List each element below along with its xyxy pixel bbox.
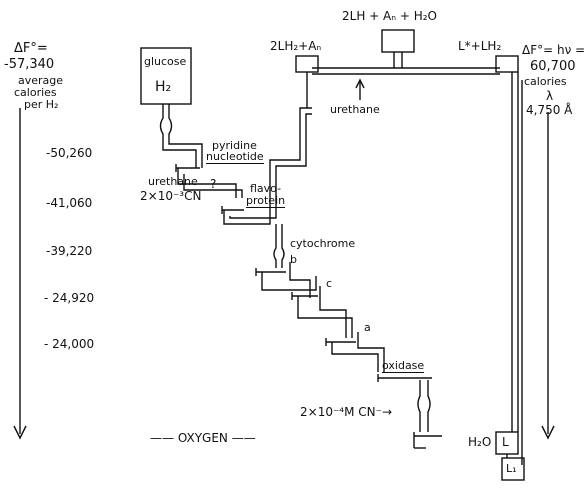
energy-note-calories: calories	[14, 86, 57, 99]
lh2-box	[295, 55, 319, 73]
glucose-h2: H₂	[155, 79, 172, 95]
l1-box-label: L₁	[506, 462, 517, 475]
glucose-connector-b	[168, 104, 203, 168]
urethane-top-label: urethane	[330, 103, 380, 116]
level-5: - 24,000	[44, 337, 95, 351]
lstar-box	[495, 55, 519, 73]
lambda-label: λ	[546, 89, 554, 103]
delta-f-hv-label: ΔF°= hν =	[522, 43, 585, 57]
cytochrome-label: cytochrome	[290, 237, 356, 250]
energy-note-average: average	[18, 74, 64, 87]
lstar-lh2-label: L*+LH₂	[458, 39, 502, 53]
cn-2e4-label: 2×10⁻⁴M CN⁻→	[300, 405, 393, 419]
energy-value: -57,340	[4, 57, 55, 72]
flavo-label-2: protein	[246, 194, 286, 208]
cytochrome-riser	[273, 224, 277, 268]
lh2-an-label: 2LH₂+Aₙ	[270, 39, 322, 53]
pyridine-label-1: pyridine	[212, 139, 257, 152]
level-3: -39,220	[46, 244, 93, 258]
cytochrome-c-label: c	[326, 277, 333, 290]
h2o-label: H₂O	[468, 435, 492, 449]
delta-f-label: ΔF°=	[14, 41, 48, 56]
urethane-left-label: urethane	[148, 175, 198, 188]
energy-note-per-h2: per H₂	[24, 98, 59, 111]
question-mark: ?	[210, 177, 217, 191]
glucose-label: glucose	[144, 55, 187, 68]
flavo-to-top-a	[223, 107, 312, 225]
flavo-to-top-b	[229, 113, 312, 219]
level-1: -50,260	[46, 146, 93, 160]
cn-1e3-label: 2×10⁻³CN	[140, 189, 202, 203]
cytochrome-b-label: b	[290, 253, 297, 266]
level-2: -41,060	[46, 196, 93, 210]
top-reaction-label: 2LH + Aₙ + H₂O	[342, 9, 437, 23]
flavo-label-1: flavo-	[250, 182, 282, 195]
pyridine-label-2: nucleotide	[206, 150, 264, 164]
right-arrow-head	[541, 425, 555, 440]
glucose-connector-a	[159, 104, 197, 168]
l1-box	[501, 457, 525, 481]
right-unit: calories	[524, 75, 567, 88]
cytochrome-a-label: a	[364, 321, 371, 334]
l-box-label: L	[502, 435, 509, 449]
right-energy-value: 60,700	[530, 59, 576, 74]
glucose-box	[140, 47, 192, 105]
oxidase-label: oxidase	[382, 359, 425, 373]
level-4: - 24,920	[44, 291, 95, 305]
wavelength-label: 4,750 Å	[526, 103, 573, 117]
oxygen-label: —— OXYGEN ——	[150, 431, 256, 445]
top-reaction-box	[381, 29, 415, 53]
left-arrow-head	[13, 425, 27, 440]
pyridine-riser	[177, 168, 237, 198]
